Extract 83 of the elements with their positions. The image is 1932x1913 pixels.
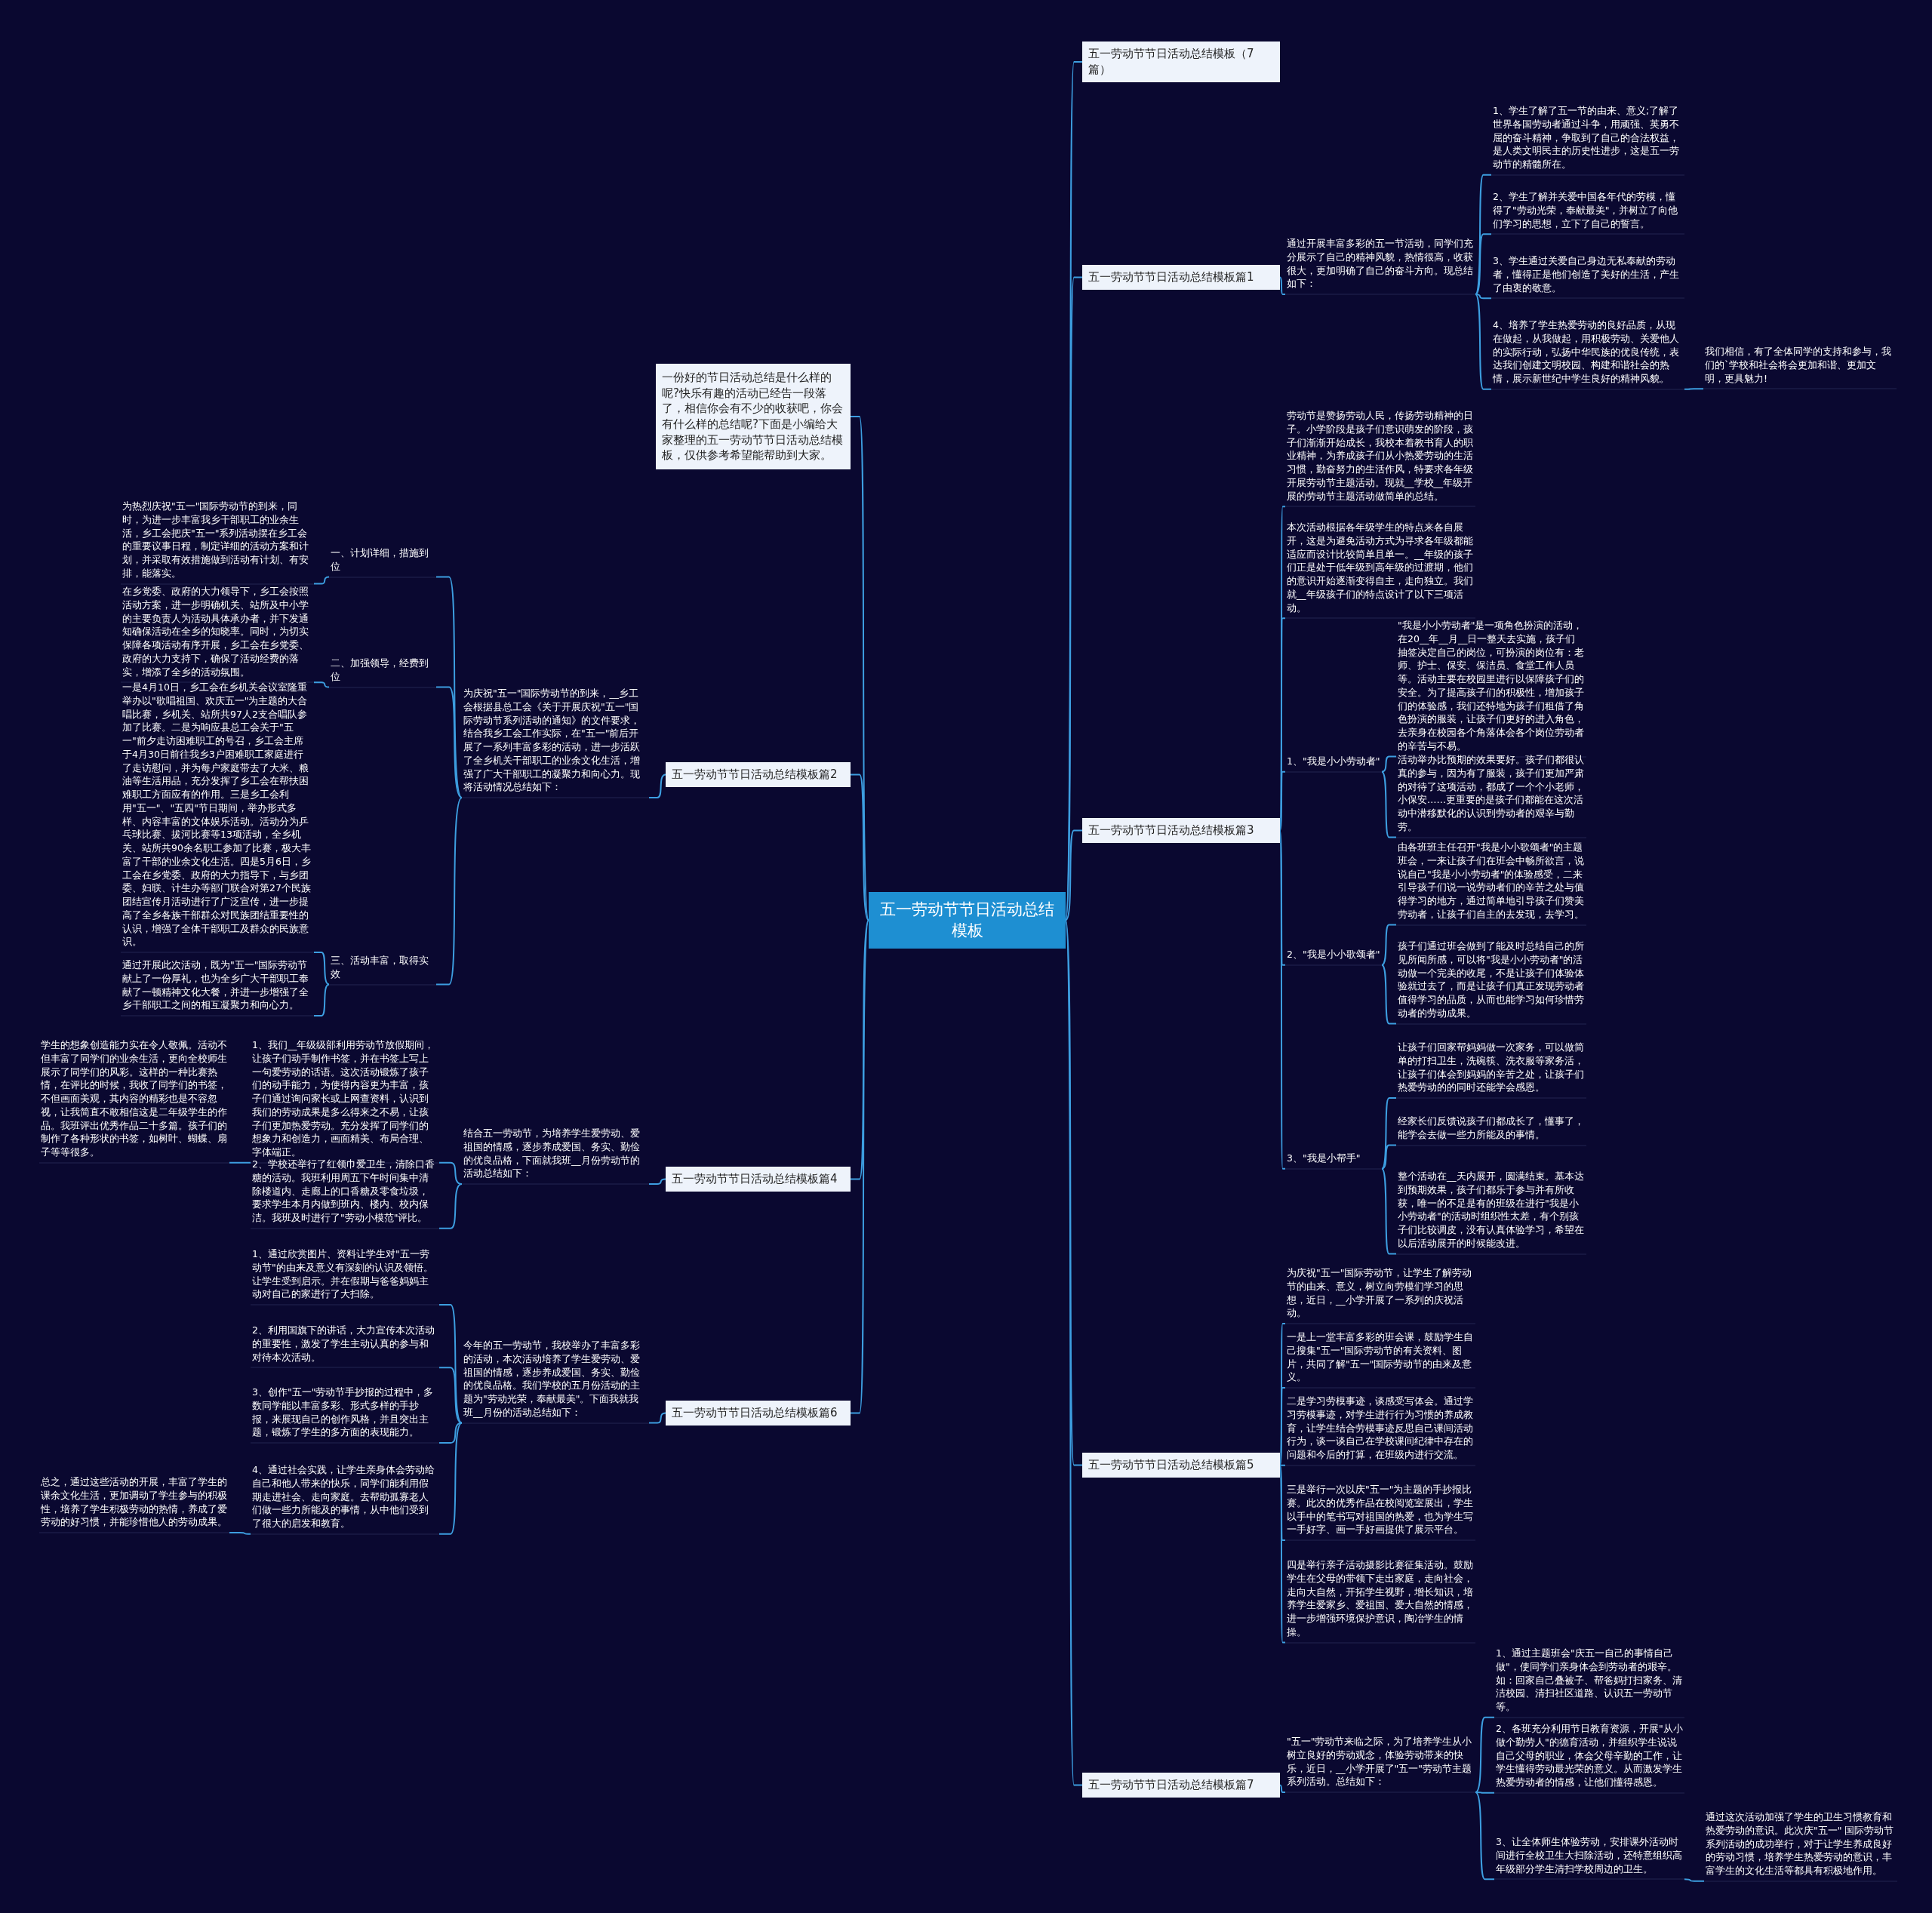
topic-text-node: 二是学习劳模事迹，谈感受写体会。通过学习劳模事迹，对学生进行行为习惯的养成教育，让学生结合劳模事迹反思自己课间活动行为，谈一谈自己在学校课间纪律中存在的问题和今后的打算，在班级内进行交流。 [1285,1393,1475,1466]
topic-text-node: 经家长们反馈说孩子们都成长了，懂事了，能学会去做一些力所能及的事情。 [1396,1113,1586,1146]
topic-text-node: 通过开展此次活动，既为"五一"国际劳动节献上了一份厚礼，也为全乡广大干部职工奉献了一顿精神文化大餐，并进一步增强了全乡干部职工之间的相互凝聚力和向心力。 [121,957,314,1016]
topic-text-node: 3、学生通过关爱自己身边无私奉献的劳动者，懂得正是他们创造了美好的生活，产生了由衷的敬意。 [1491,253,1684,300]
central-topic-box: 五一劳动节节日活动总结模板 [869,892,1066,949]
topic-text-node: 4、培养了学生热爱劳动的良好品质，从现在做起，从我做起，用积极劳动、关爱他人的实际行动，弘扬中华民族的优良传统，表达我们创建文明校园、构建和谐社会的热情，展示新世纪中学生良好的精神风貌。 [1491,317,1684,390]
topic-text-node: 为庆祝"五一"国际劳动节，让学生了解劳动节的由来、意义，树立向劳模们学习的思想，近日，__小学开展了一系列的庆祝活动。 [1285,1265,1475,1324]
connector-line [850,919,869,1180]
topic-text-node: "五一"劳动节来临之际，为了培养学生从小树立良好的劳动观念，体验劳动带来的快乐，近日，__小学开展了"五一"劳动节主题系列活动。总结如下： [1285,1733,1475,1793]
topic-text-node: 3、"我是小帮手" [1285,1150,1382,1170]
connector-line [438,1422,463,1444]
connector-line [1381,755,1397,773]
topic-text-node: 今年的五一劳动节，我校举办了丰富多彩的活动，本次活动培养了学生爱劳动、爱祖国的情感，逐步养成爱国、务实、勤俭的优良品格。我们学校的五月份活动的主题为"劳动光荣，奉献最美"。下面我就我班__月份的活动总结如下： [462,1337,649,1424]
connector-line [438,1161,463,1185]
topic-text-node: 2、学校还举行了红领巾爱卫生，清除口香糖的活动。我班利用周五下午时间集中清除楼道内、走廊上的口香糖及零食垃圾，要求学生本月内做到班内、楼内、校内保洁。我班及时进行了"劳动小模范"评比。 [251,1156,439,1229]
connector-line [648,774,666,798]
topic-text-node: 为热烈庆祝"五一"国际劳动节的到来，同时，为进一步丰富我乡干部职工的业余生活，乡工会把庆"五一"系列活动摆在乡工会的重要议事日程，制定详细的活动方案和计划，并采取有效措施做到活动有计划、有安排，能落实。 [121,498,314,585]
topic-text-node: 1、通过主题班会"庆五一自己的事情自己做"，使同学们亲身体会到劳动者的艰辛。如：回家自己叠被子、帮爸妈打扫家务、清洁校园、清扫社区道路、认识五一劳动节等。 [1494,1645,1684,1718]
connector-line [1475,294,1492,300]
topic-text-node: 本次活动根据各年级学生的特点来各自展开，这是为避免活动方式为寻求各年级都能适应而设计比较简单且单一。__年级的孩子们正是处于低年级到高年级的过渡期，他们的意识开始逐渐变得自主，走向独立。我们就__年级孩子们的特点设计了以下三项活动。 [1285,519,1475,620]
topic-text-node: 由各班班主任召开"我是小小歌颂者"的主题班会，一来让孩子们在班会中畅所欲言，说说自己"我是小小劳动者"的体验感受，二来引导孩子们说一说劳动者们的辛苦之处与值得学习的地方，通过简单地引导孩子们赞美劳动者，让孩子们自主的去发现，去学习。 [1396,839,1586,926]
topic-text-node: 3、让全体师生体验劳动，安排课外活动时间进行全校卫生大扫除活动，还特意组织高年级部分学生清扫学校周边的卫生。 [1494,1834,1684,1881]
connector-line [313,681,330,688]
connector-line [1475,233,1492,295]
connector-line [313,952,330,986]
connector-line [1065,829,1083,921]
branch-topic-box: 五一劳动节节日活动总结模板篇5 [1082,1453,1280,1478]
connector-line [438,1367,463,1424]
topic-text-node: 2、各班充分利用节日教育资源，开展"从小做个勤劳人"的德育活动，并组织学生说说自己父母的职业，体会父母辛勤的工作，让学生懂得劳动最光荣的意义。从而激发学生热爱劳动者的情感，让他们懂得感恩。 [1494,1721,1684,1794]
connector-line [648,1178,666,1185]
topic-text-node: 结合五一劳动节，为培养学生爱劳动、爱祖国的情感，逐步养成爱国、务实、勤俭的优良品格，下面就我班__月份劳动节的活动总结如下： [462,1125,649,1185]
topic-text-node: 我们相信，有了全体同学的支持和参与，我们的`学校和社会将会更加和谐、更加文明，更具魅力! [1703,343,1897,390]
topic-text-node: 2、"我是小小歌颂者" [1285,946,1382,966]
topic-text-node: 1、"我是小小劳动者" [1285,753,1382,773]
connector-line [1279,1784,1286,1793]
connector-line [648,1412,666,1424]
topic-text-node: 一是上一堂丰富多彩的班会课，鼓励学生自己搜集"五一"国际劳动节的有关资料、图片，共同了解"五一"国际劳动节的由来及意义。 [1285,1329,1475,1389]
topic-text-node: 一、计划详细，措施到位 [329,545,436,578]
topic-text-node: 3、创作"五一"劳动节手抄报的过程中，多数同学能以丰富多彩、形式多样的手抄报，来展现自己的创作风格，并且突出主题，锻炼了学生的多方面的表现能力。 [251,1384,439,1444]
connector-line [1475,1792,1495,1881]
branch-topic-box: 五一劳动节节日活动总结模板篇6 [666,1401,851,1426]
connector-line [1684,1878,1705,1882]
connector-line [1381,924,1397,966]
connector-line [1475,1792,1495,1794]
connector-line [1381,964,1397,1025]
connector-line [850,919,869,1414]
topic-text-node: 劳动节是赞扬劳动人民，传扬劳动精神的日子。小学阶段是孩子们意识萌发的阶段，孩子们渐渐开始成长，我校本着教书育人的职业精神，为养成孩子们从小热爱劳动的生活习惯，勤奋努力的生活作风，特要求各年级开展劳动节主题活动。现就__学校__年级开展的劳动节主题活动做简单的总结。 [1285,408,1475,508]
connector-line [1381,1144,1397,1170]
topic-text-node: 四是举行亲子活动摄影比赛征集活动。鼓励学生在父母的带领下走出家庭，走向社会，走向大自然，开拓学生视野，增长知识，培养学生爱家乡、爱祖国、爱大自然的情感，进一步增强环境保护意识，陶冶学生的情操。 [1285,1557,1475,1644]
topic-text-node: 通过这次活动加强了学生的卫生习惯教育和热爱劳动的意识。此次庆"五一" 国际劳动节系列活动的成功举行，对于让学生养成良好的劳动习惯，培养学生热爱劳动的意识，丰富学生的文化生活等都具有积极地作用。 [1704,1809,1897,1882]
branch-topic-box: 五一劳动节节日活动总结模板篇3 [1082,818,1280,843]
intro-note-box: 一份好的节日活动总结是什么样的呢?快乐有趣的活动已经告一段落了，相信你会有不少的收获吧，你会有什么样的总结呢?下面是小编给大家整理的五一劳动节节日活动总结模板，仅供参考希望能帮助到大家。 [656,364,851,470]
connector-line [313,983,330,1016]
topic-text-node: 学生的想象创造能力实在令人敬佩。活动不但丰富了同学们的业余生活，更向全校师生展示了同学们的风彩。这样的一种比赛热情，在评比的时候，我收了同学们的书签，不但画面美观，其内容的精彩也是不容忽视，让我简直不敢相信这是二年级学生的作品。我班评出优秀作品二十多篇。孩子们的制作了各种形状的书签，如树叶、蝴蝶、扇子等等很多。 [39,1037,229,1164]
topic-text-node: 让孩子们回家帮妈妈做一次家务，可以做简单的打扫卫生，洗碗筷、洗衣服等家务活，让孩子们体会到妈妈的辛苦之处，让孩子们热爱劳动的的同时还能学会感恩。 [1396,1039,1586,1099]
connector-line [1475,1716,1495,1793]
topic-text-node: 三是举行一次以庆"五一"为主题的手抄报比赛。此次的优秀作品在校阅览室展出，学生以手中的笔书写对祖国的热爱，也为学生写一手好字、画一手好画提供了展示平台。 [1285,1481,1475,1541]
topic-text-node: 2、利用国旗下的讲话，大力宣传本次活动的重要性，激发了学生主动认真的参与和对待本次活动。 [251,1322,439,1369]
topic-text-node: 整个活动在__天内展开，圆满结束。基本达到预期效果，孩子们都乐于参与并有所收获，唯一的不足是有的班级在进行"我是小小劳动者"的活动时组织性太差，有个别孩子们比较调皮，没有认真体验学习，希望在以后活动展开的时候能改进。 [1396,1168,1586,1255]
connector-line [850,774,869,921]
topic-text-node: 活动举办比预期的效果要好。孩子们都很认真的参与，因为有了服装，孩子们更加严肃的对待了这项活动，都成了一个个小老师，小保安……更重要的是孩子们都能在这次活动中潜移默化的认识到劳动者的艰辛与勤劳。 [1396,752,1586,838]
topic-text-node: 二、加强领导，经费到位 [329,655,436,688]
connector-line [229,1161,251,1164]
branch-topic-box: 五一劳动节节日活动总结模板（7篇） [1082,42,1280,82]
connector-line [229,1532,251,1535]
topic-text-node: 孩子们通过班会做到了能及时总结自己的所见所闻所感，可以将"我是小小劳动者"的活动做一个完美的收尾，不是让孩子们体验体验就过去了，而是让孩子们真正发现劳动者值得学习的品质，从而也能学习如何珍惜劳动者的劳动成果。 [1396,938,1586,1025]
connector-line [435,686,463,798]
topic-text-node: 为庆祝"五一"国际劳动节的到来，__乡工会根据县总工会《关于开展庆祝"五一"国际劳动节系列活动的通知》的文件要求，结合我乡工会工作实际，在"五一"前后开展了一系列丰富多彩的活动，进一步活跃了全乡机关干部职工的业余文化生活，增强了广大干部职工的凝聚力和向心力。现将活动情况总结如下： [462,685,649,798]
branch-topic-box: 五一劳动节节日活动总结模板篇1 [1082,265,1280,290]
topic-text-node: 2、学生了解并关爱中国各年代的劳模，懂得了"劳动光荣，奉献最美"，并树立了向他们学习的思想，立下了自己的誓言。 [1491,189,1684,235]
branch-topic-box: 五一劳动节节日活动总结模板篇7 [1082,1773,1280,1798]
topic-text-node: 三、活动丰富，取得实效 [329,952,436,986]
topic-text-node: 4、通过社会实践，让学生亲身体会劳动给自己和他人带来的快乐，同学们能利用假期走进社会、走向家庭。去帮助孤寡老人们做一些力所能及的事情，从中他们受到了很大的启发和教育。 [251,1462,439,1535]
connector-line [1279,276,1286,295]
topic-text-node: 总之，通过这些活动的开展，丰富了学生的课余文化生活，更加调动了学生参与的积极性，培养了学生积极劳动的热情，养成了爱劳动的好习惯，并能珍惜他人的劳动成果。 [39,1474,229,1533]
connector-line [1684,388,1704,390]
connector-line [313,576,330,585]
branch-topic-box: 五一劳动节节日活动总结模板篇4 [666,1167,851,1192]
topic-text-node: 1、学生了解了五一节的由来、意义;了解了世界各国劳动者通过斗争，用顽强、英勇不屈的奋斗精神，争取到了自己的合法权益，是人类文明民主的历史性进步，这是五一劳动节的精髓所在。 [1491,103,1684,176]
topic-text-node: 通过开展丰富多彩的五一节活动，同学们充分展示了自己的精神风貌，热情很高，收获很大，更加明确了自己的奋斗方向。现总结如下： [1285,235,1475,295]
topic-text-node: 1、通过欣赏图片、资料让学生对"五一劳动节"的由来及意义有深刻的认识及领悟。让学生受到启示。并在假期与爸爸妈妈主动对自己的家进行了大扫除。 [251,1246,439,1306]
topic-text-node: 一是4月10日，乡工会在乡机关会议室隆重举办以"歌唱祖国、欢庆五一"为主题的大合唱比赛，乡机关、站所共97人2支合唱队参加了比赛。二是为响应县总工会关于"五一"前夕走访困难职工的号召，乡工会主席于4月30日前往我乡3户困难职工家庭进行了走访慰问，并为每户家庭带去了大米、粮油等生活用品，充分发挥了乡工会在帮扶困难职工方面应有的作用。三是乡工会利用"五一"、"五四"节日期间，举办形式多样、内容丰富的文体娱乐活动。活动分为乒乓球比赛、拔河比赛等13项活动，全乡机关、站所共90余名职工参加了比赛，极大丰富了干部的业余文化生活。四是5月6日，乡工会在乡党委、政府的大力指导下，与乡团委、妇联、计生办等部门联合对第27个民族团结宣传月活动进行了广泛宣传，进一步提高了全乡各族干部群众对民族团结重要性的认识，增强了全体干部职工及群众的民族意识。 [121,679,314,953]
branch-topic-box: 五一劳动节节日活动总结模板篇2 [666,762,851,787]
